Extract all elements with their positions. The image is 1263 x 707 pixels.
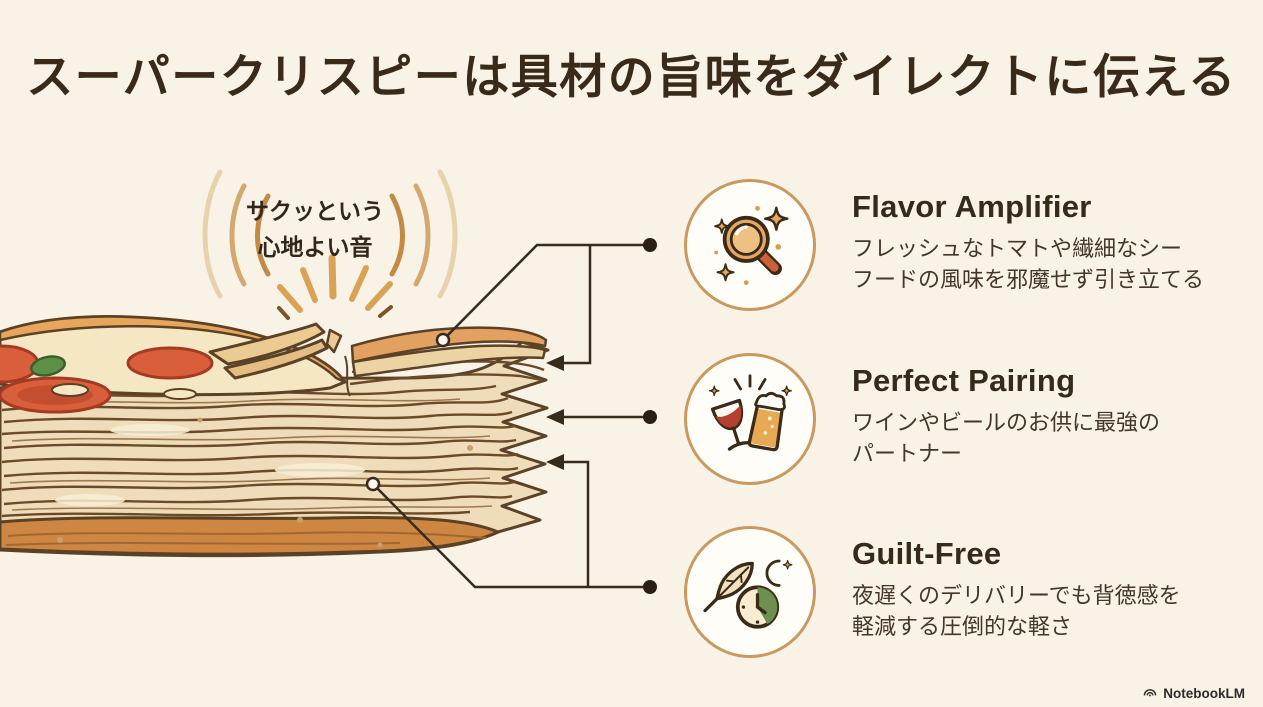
feature-icon-circle <box>684 353 816 485</box>
sound-annotation-line1: サクッという <box>246 199 384 225</box>
leader-arrow <box>546 454 564 470</box>
leader-dot <box>643 410 657 424</box>
feature-flavor-amplifier: Flavor Amplifier フレッシュなトマトや繊細なシー フードの風味を… <box>684 179 1204 311</box>
feather-moon-clock-icon <box>703 559 793 629</box>
page-title: スーパークリスピーは具材の旨味をダイレクトに伝える <box>26 50 1237 105</box>
leader-line <box>560 460 590 587</box>
leader-line <box>560 245 592 365</box>
leader-line <box>372 483 650 589</box>
anchor-circle-marker <box>435 332 451 348</box>
leader-arrow <box>546 355 564 371</box>
feature-desc-line: ワインやビールのお供に最強の <box>852 411 1161 436</box>
leader-dot <box>643 580 657 594</box>
feature-title: Perfect Pairing <box>852 363 1076 398</box>
feature-desc-line: フードの風味を邪魔せず引き立てる <box>852 268 1205 293</box>
feature-desc-line: フレッシュなトマトや繊細なシー <box>852 237 1183 262</box>
anchor-circle-marker <box>365 476 381 492</box>
watermark: NotebookLM <box>1142 685 1245 701</box>
leader-dot <box>643 238 657 252</box>
feature-desc-line: パートナー <box>852 442 963 467</box>
sound-annotation: サクッという 心地よい音 <box>215 194 415 266</box>
pizza-crust-illustration <box>0 315 550 558</box>
feature-desc-line: 夜遅くのデリバリーでも背徳感を <box>852 584 1181 609</box>
leader-line <box>442 243 650 341</box>
wine-beer-toast-icon <box>708 374 792 452</box>
watermark-label: NotebookLM <box>1163 685 1245 701</box>
crunch-burst <box>277 254 393 320</box>
sound-annotation-line2: 心地よい音 <box>257 235 373 261</box>
connector-lines <box>365 238 657 594</box>
notebooklm-arcs-icon <box>1143 689 1157 697</box>
feature-desc-line: 軽減する圧倒的な軽さ <box>852 615 1073 640</box>
feature-perfect-pairing: Perfect Pairing ワインやビールのお供に最強の パートナー <box>684 353 1160 485</box>
magnifier-sparkles-icon <box>714 205 789 285</box>
leader-arrow <box>546 409 564 425</box>
feature-icon-circle <box>684 179 816 311</box>
feature-guilt-free: Guilt-Free 夜遅くのデリバリーでも背徳感を 軽減する圧倒的な軽さ <box>684 526 1181 658</box>
feature-title: Guilt-Free <box>852 536 1002 571</box>
feature-title: Flavor Amplifier <box>852 189 1092 224</box>
feature-icon-circle <box>684 526 816 658</box>
